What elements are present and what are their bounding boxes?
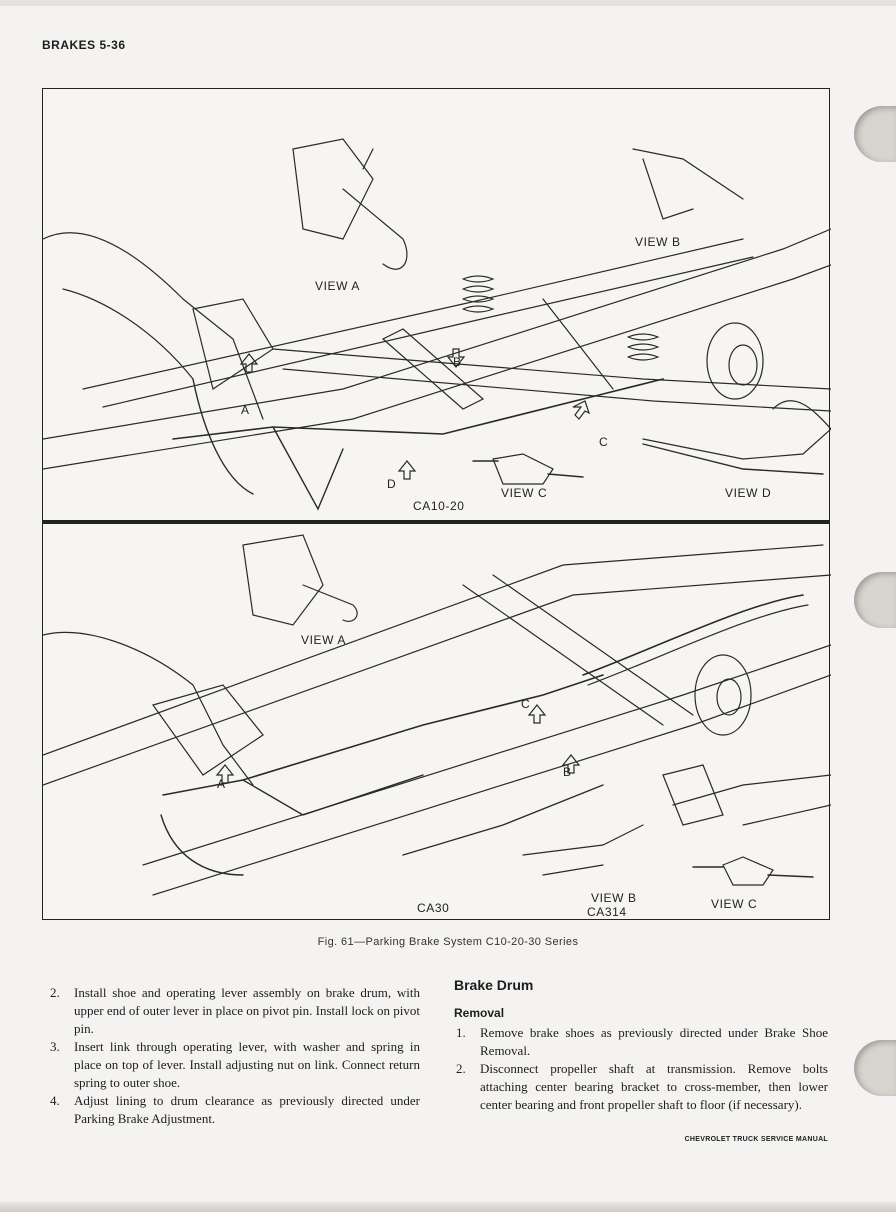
item-text: Install shoe and operating lever assembl… [74, 985, 420, 1036]
marker-a: A [241, 403, 250, 417]
page-footer: CHEVROLET TRUCK SERVICE MANUAL [684, 1136, 828, 1143]
item-number: 1. [456, 1025, 466, 1040]
list-item: 1. Remove brake shoes as previously dire… [456, 1024, 828, 1060]
view-c-label: VIEW C [501, 486, 548, 500]
section-heading: Brake Drum [454, 977, 534, 993]
binder-hole [854, 572, 896, 628]
illustration-c10-20 [43, 138, 831, 511]
marker-c-bottom: C [521, 697, 531, 711]
item-number: 3. [50, 1039, 60, 1054]
list-item: 2. Install shoe and operating lever asse… [50, 984, 420, 1038]
list-item: 3. Insert link through operating lever, … [50, 1038, 420, 1092]
view-b-label-bottom: VIEW B [591, 891, 637, 905]
right-column: Brake Drum Removal 1. Remove brake shoes… [454, 976, 828, 1114]
view-c-label-bottom: VIEW C [711, 897, 758, 911]
item-number: 4. [50, 1093, 60, 1108]
binder-hole [854, 106, 896, 162]
left-column: 2. Install shoe and operating lever asse… [50, 984, 420, 1128]
marker-b-bottom: B [563, 765, 572, 779]
page-edge [0, 1202, 896, 1212]
page-header: BRAKES 5-36 [42, 38, 126, 52]
view-a-label-bottom: VIEW A [301, 633, 346, 647]
view-a-label: VIEW A [315, 279, 360, 293]
figure-frame: VIEW A VIEW B VIEW C VIEW D A B C D CA10… [42, 88, 831, 920]
figure-code-top: CA10-20 [413, 499, 465, 513]
marker-d: D [387, 477, 397, 491]
list-item: 4. Adjust lining to drum clearance as pr… [50, 1092, 420, 1128]
item-text: Adjust lining to drum clearance as previ… [74, 1093, 420, 1126]
figure-divider [42, 520, 830, 524]
figure-caption: Fig. 61—Parking Brake System C10-20-30 S… [317, 936, 579, 948]
binder-hole [854, 1040, 896, 1096]
marker-c: C [599, 435, 609, 449]
item-text: Disconnect propeller shaft at transmissi… [480, 1061, 828, 1112]
subsection-heading: Removal [454, 1006, 505, 1020]
marker-b: B [453, 355, 462, 369]
figure-code-bottom-right: CA314 [587, 905, 627, 919]
page-edge [0, 0, 896, 6]
view-d-label: VIEW D [725, 486, 772, 500]
figure-code-bottom-left: CA30 [417, 901, 450, 915]
item-number: 2. [50, 985, 60, 1000]
item-text: Insert link through operating lever, wit… [74, 1039, 420, 1090]
list-item: 2. Disconnect propeller shaft at transmi… [456, 1060, 828, 1114]
item-text: Remove brake shoes as previously directe… [480, 1025, 828, 1058]
illustration-c30 [43, 534, 831, 896]
item-number: 2. [456, 1061, 466, 1076]
marker-a-bottom: A [217, 777, 226, 791]
view-b-label: VIEW B [635, 235, 681, 249]
